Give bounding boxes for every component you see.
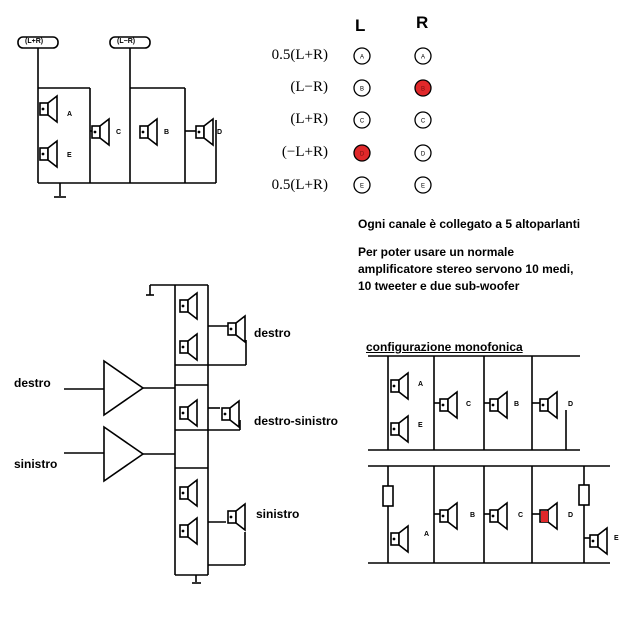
amp-speaker-5-icon	[179, 517, 198, 545]
note-line-3: amplificatore stereo servono 10 medi,	[358, 262, 574, 276]
note-line-4: 10 tweeter e due sub-woofer	[358, 279, 520, 293]
tag-diff: (L−R)	[117, 38, 136, 45]
matrix-circles: A A B B C C D D E E	[353, 47, 432, 194]
mono-top-label-a: A	[418, 381, 424, 388]
mono-bot-label-d: D	[568, 512, 574, 519]
matrix-letter-r-3: C	[421, 119, 426, 125]
matrix-circle-r-2	[414, 79, 432, 97]
mono-bot-c-icon	[489, 502, 508, 530]
matrix-letter-l-3: C	[360, 119, 365, 125]
matrix-letter-l-5: E	[360, 184, 364, 190]
input-left-label: sinistro	[14, 457, 58, 471]
amplifier-left-icon	[103, 425, 145, 483]
label-a: A	[67, 111, 73, 118]
label-c: C	[116, 129, 122, 136]
speaker-c-icon	[91, 118, 110, 146]
matrix-circle-r-5	[414, 176, 432, 194]
mono-bot-label-e: E	[614, 535, 619, 542]
matrix-circle-l-2	[353, 79, 371, 97]
matrix-letter-r-1: A	[421, 55, 425, 61]
mono-bot-a-icon	[390, 525, 409, 553]
matrix-letter-r-4: D	[421, 152, 426, 158]
mono-config-top	[368, 355, 580, 451]
speaker-e-icon	[39, 140, 58, 168]
mono-top-b-icon	[489, 391, 508, 419]
amp-speaker-2-icon	[179, 333, 198, 361]
top-left-schematic	[17, 36, 217, 198]
matrix-letter-l-1: A	[360, 55, 364, 61]
mono-top-a-icon	[390, 372, 409, 400]
mono-bot-label-b: B	[470, 512, 476, 519]
matrix-letter-r-2: B	[421, 87, 425, 93]
input-right-label: destro	[14, 376, 51, 390]
label-b: B	[164, 129, 170, 136]
output-mid-label: destro-sinistro	[254, 414, 339, 428]
tag-sum: (L+R)	[25, 38, 44, 45]
matrix-circle-r-1	[414, 47, 432, 65]
formula-row-3: (L+R)	[290, 111, 328, 127]
matrix-circle-l-5	[353, 176, 371, 194]
mono-bot-label-a: A	[424, 531, 430, 538]
mono-top-label-b: B	[514, 401, 520, 408]
matrix-circle-l-4	[353, 144, 371, 162]
mono-title: configurazione monofonica	[366, 340, 523, 354]
amp-speaker-4-icon	[179, 479, 198, 507]
amp-out-left-icon	[227, 503, 246, 531]
output-left-label: sinistro	[256, 507, 300, 521]
formula-row-2: (L−R)	[290, 79, 328, 95]
matrix-circle-l-1	[353, 47, 371, 65]
mono-bot-e-icon	[589, 527, 608, 555]
amp-speaker-3-icon	[179, 399, 198, 427]
mono-top-d-icon	[539, 391, 558, 419]
resistor-right-icon	[578, 484, 590, 506]
mono-config-bottom	[368, 465, 610, 564]
matrix-letter-l-2: B	[360, 87, 364, 93]
amplifier-right-icon	[103, 359, 145, 417]
note-line-1: Ogni canale è collegato a 5 altoparlanti	[358, 217, 581, 231]
speaker-b-icon	[139, 118, 158, 146]
mono-top-e-icon	[390, 415, 409, 443]
speaker-a-icon	[39, 95, 58, 123]
output-right-label: destro	[254, 326, 291, 340]
formula-row-5: 0.5(L+R)	[271, 177, 328, 193]
note-line-2: Per poter usare un normale	[358, 245, 515, 259]
matrix-circle-l-3	[353, 111, 371, 129]
header-r: R	[416, 13, 429, 32]
amp-out-mid-icon	[221, 400, 240, 428]
label-d: D	[217, 129, 223, 136]
header-l: L	[355, 16, 366, 35]
matrix-letter-l-4: D	[360, 152, 365, 158]
matrix-circle-r-4	[414, 144, 432, 162]
mono-top-label-d: D	[568, 401, 574, 408]
resistor-left-icon	[382, 485, 394, 507]
amplifier-diagram	[64, 284, 247, 584]
mono-top-c-icon	[439, 391, 458, 419]
label-e: E	[67, 152, 72, 159]
formula-row-1: 0.5(L+R)	[271, 47, 328, 63]
amp-speaker-1-icon	[179, 292, 198, 320]
mono-bot-label-c: C	[518, 512, 524, 519]
mono-bot-b-icon	[439, 502, 458, 530]
speaker-d-icon	[195, 118, 214, 146]
mono-top-label-e: E	[418, 422, 423, 429]
amp-out-right-icon	[227, 315, 246, 343]
matrix-letter-r-5: E	[421, 184, 425, 190]
matrix-circle-r-3	[414, 111, 432, 129]
mono-top-label-c: C	[466, 401, 472, 408]
formula-row-4: (−L+R)	[281, 144, 328, 160]
mono-bot-d-icon	[539, 502, 558, 530]
